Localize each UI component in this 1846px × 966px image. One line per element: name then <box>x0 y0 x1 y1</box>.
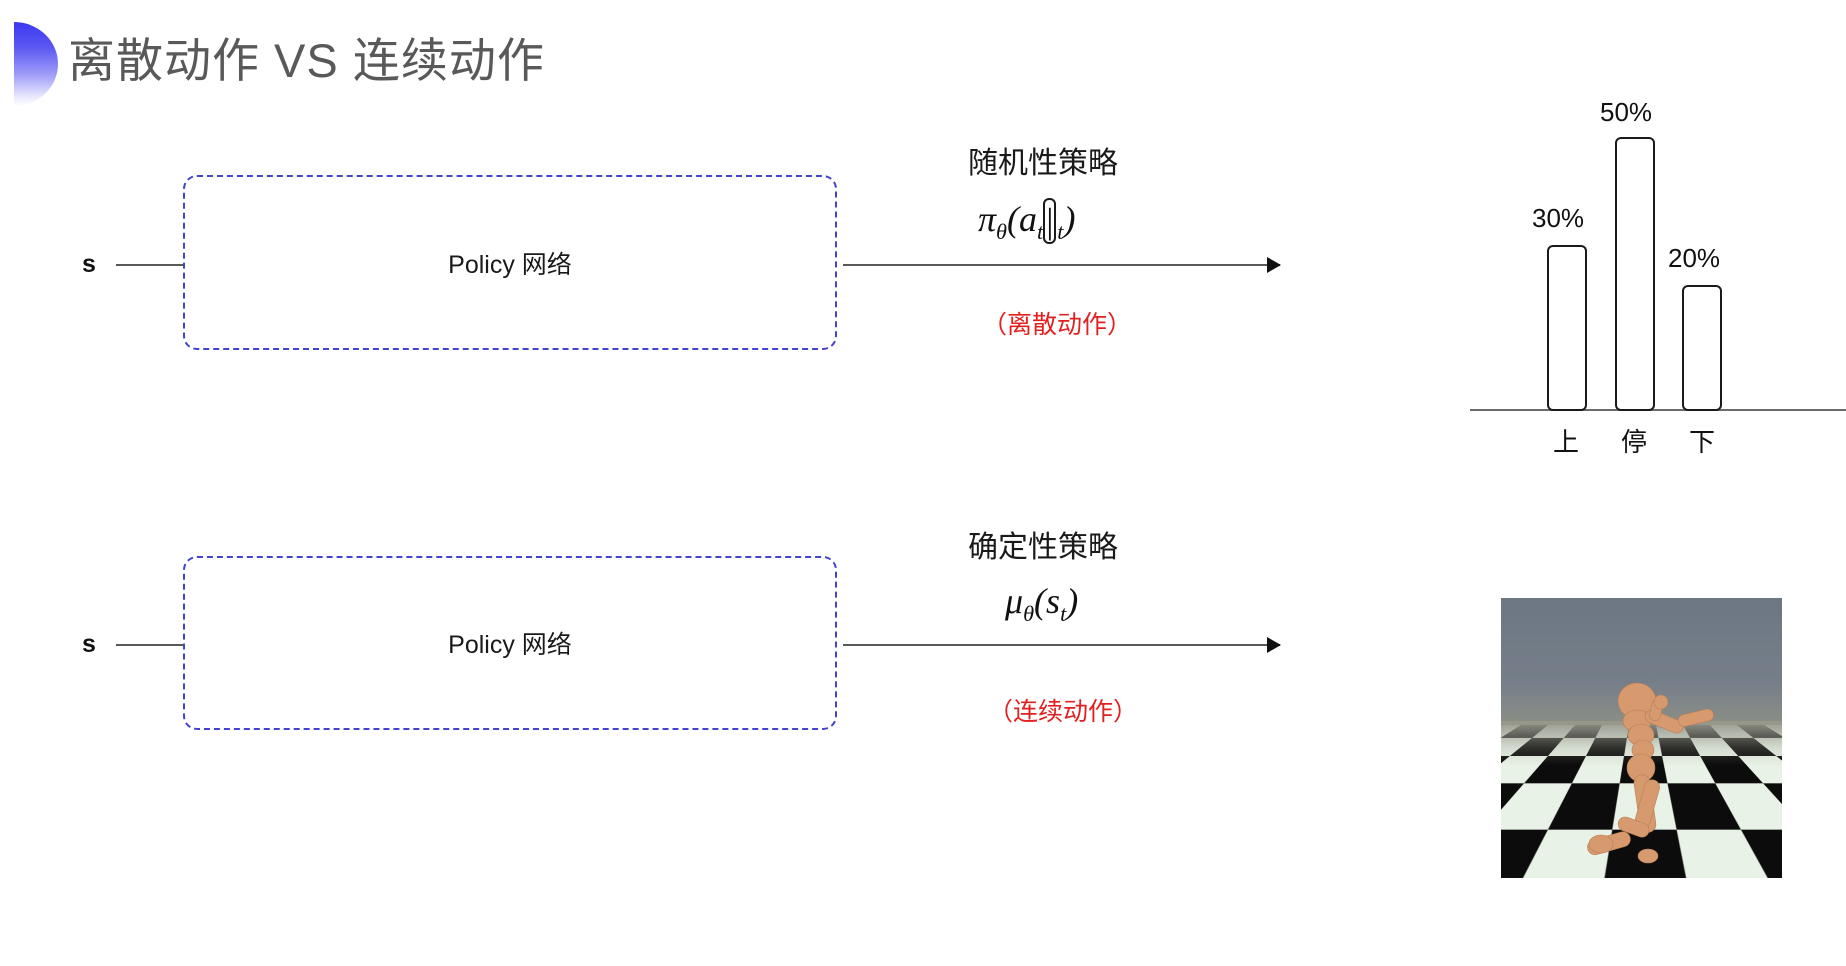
arrow-state-to-policy-continuous <box>116 644 214 646</box>
bar-value-stop: 50% <box>1600 97 1653 127</box>
formula-deterministic-policy: μθ(st) <box>1005 580 1078 627</box>
formula-close-paren: ) <box>1063 199 1076 239</box>
policy-type-label-stochastic: 随机性策略 <box>968 147 1118 180</box>
formula-theta: θ <box>996 219 1008 245</box>
page-title: 离散动作 VS 连续动作 <box>68 34 545 87</box>
action-probability-bar-chart: 30% 上 50% 停 20% 下 <box>1460 95 1846 457</box>
arrow-state-to-policy-discrete <box>116 264 214 266</box>
formula-stochastic-policy: πθ(at|st) <box>978 198 1075 245</box>
policy-type-label-deterministic: 确定性策略 <box>968 531 1118 564</box>
formula-close-paren-2: ) <box>1066 581 1079 621</box>
formula-given-bar: | <box>1043 198 1057 244</box>
formula-open-paren-2: ( <box>1034 581 1047 621</box>
formula-theta-2: θ <box>1023 601 1035 627</box>
note-discrete-action: （离散动作） <box>982 311 1133 339</box>
policy-network-label-continuous: Policy 网络 <box>448 631 572 659</box>
arrow-policy-to-output-continuous <box>843 644 1280 646</box>
bar-value-up: 30% <box>1532 203 1585 233</box>
formula-state-sub: t <box>1057 219 1064 245</box>
bar-stop <box>1615 137 1655 411</box>
bar-up <box>1547 245 1587 411</box>
bar-category-down: 下 <box>1689 427 1716 457</box>
formula-pi: π <box>978 199 997 239</box>
formula-state-2: s <box>1046 581 1061 621</box>
bar-down <box>1682 285 1722 411</box>
title-decoration-shape <box>14 22 58 106</box>
humanoid-simulation-image <box>1501 598 1782 878</box>
policy-network-box-continuous[interactable]: Policy 网络 <box>183 556 837 730</box>
policy-network-label-discrete: Policy 网络 <box>448 250 572 279</box>
formula-mu: μ <box>1005 581 1024 621</box>
bar-category-up: 上 <box>1553 427 1580 457</box>
formula-state-sub-2: t <box>1060 601 1067 627</box>
policy-network-box-discrete[interactable]: Policy 网络 <box>183 175 837 350</box>
bar-category-stop: 停 <box>1621 427 1648 457</box>
chart-x-axis-line <box>1470 409 1846 411</box>
formula-action-sub: t <box>1037 219 1044 245</box>
state-input-label-discrete: s <box>82 250 96 278</box>
state-input-label-continuous: s <box>82 630 96 658</box>
bar-value-down: 20% <box>1668 243 1721 273</box>
note-continuous-action: （连续动作） <box>988 698 1139 726</box>
humanoid-figure-icon <box>1587 682 1714 864</box>
formula-action: a <box>1019 199 1038 239</box>
formula-open-paren: ( <box>1007 199 1020 239</box>
arrow-policy-to-output-discrete <box>843 264 1280 266</box>
